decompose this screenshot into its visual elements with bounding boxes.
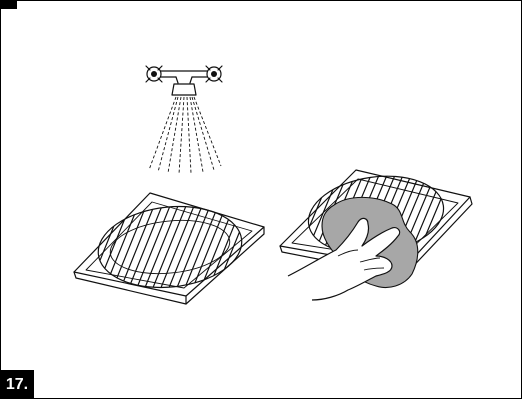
step-number: 17. (0, 370, 34, 399)
faucet-icon (145, 65, 223, 175)
hand-wiping-cloth-icon (279, 167, 473, 301)
corner-marker (0, 0, 17, 9)
grill-grate-icon (73, 192, 265, 305)
